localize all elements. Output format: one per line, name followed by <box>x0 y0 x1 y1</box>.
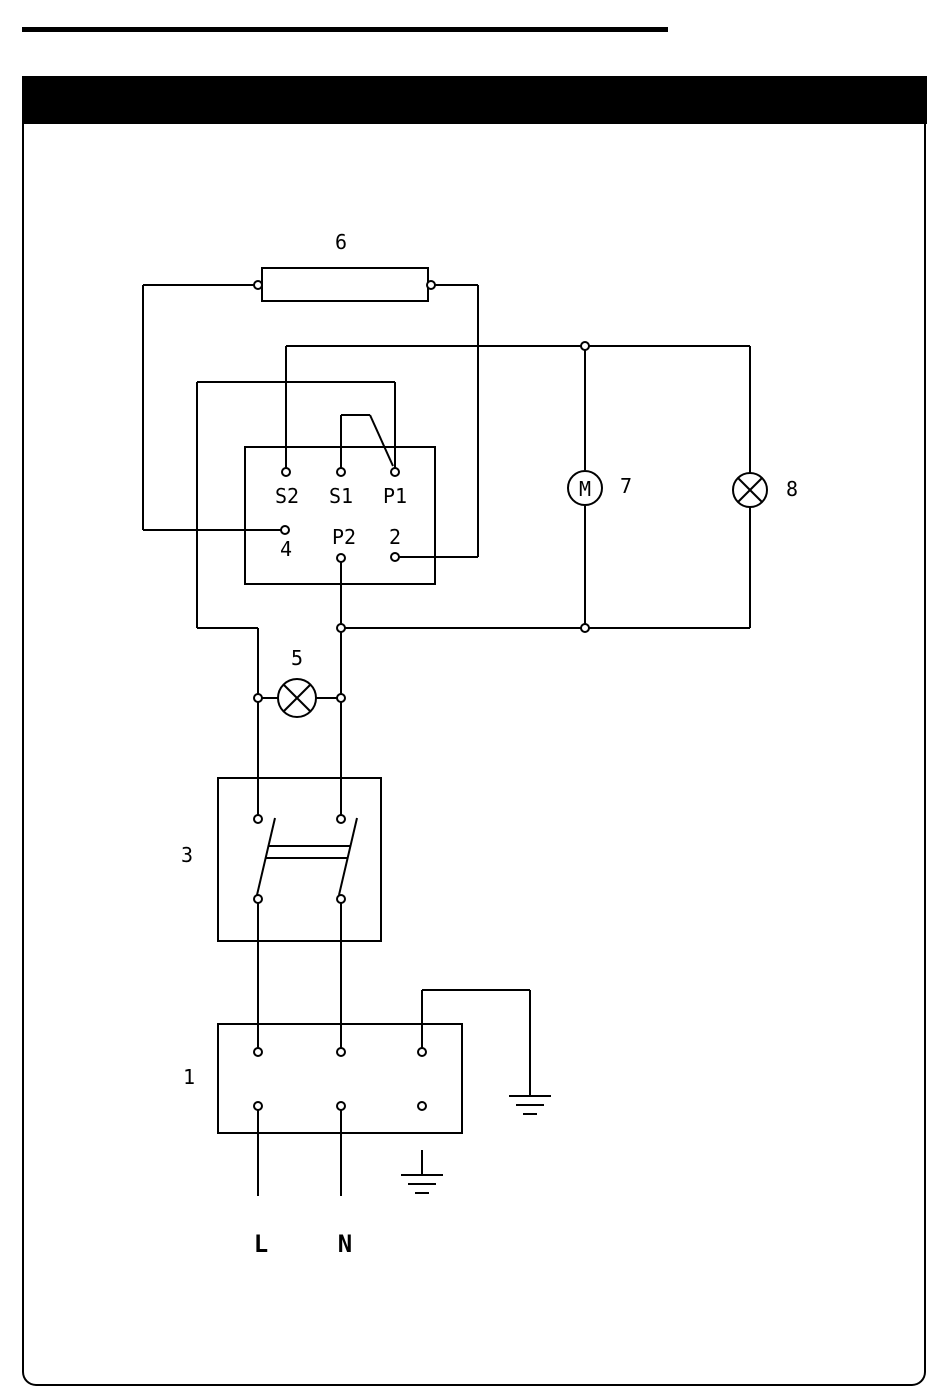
motor-symbol: M <box>579 477 591 501</box>
earth-symbol-bottom <box>401 1175 443 1193</box>
component-6-label: 6 <box>335 230 347 254</box>
supply-neutral-label: N <box>338 1230 352 1258</box>
terminal-p1-label: P1 <box>383 484 407 508</box>
terminal-s1-label: S1 <box>329 484 353 508</box>
component-6-element <box>262 268 428 301</box>
lamp-5 <box>278 679 316 717</box>
terminal-2-label: 2 <box>389 525 401 549</box>
lamp-8 <box>733 473 767 507</box>
component-3-box <box>218 778 381 941</box>
terminal-s2-label: S2 <box>275 484 299 508</box>
terminal-4-label: 4 <box>280 537 292 561</box>
supply-live-label: L <box>254 1230 268 1258</box>
component-7-label: 7 <box>620 474 632 498</box>
component-8-label: 8 <box>786 477 798 501</box>
component-3-label: 3 <box>181 843 193 867</box>
earth-symbol-right <box>509 1096 551 1114</box>
component-1-label: 1 <box>183 1065 195 1089</box>
component-5-label: 5 <box>291 646 303 670</box>
terminal-p2-label: P2 <box>332 525 356 549</box>
